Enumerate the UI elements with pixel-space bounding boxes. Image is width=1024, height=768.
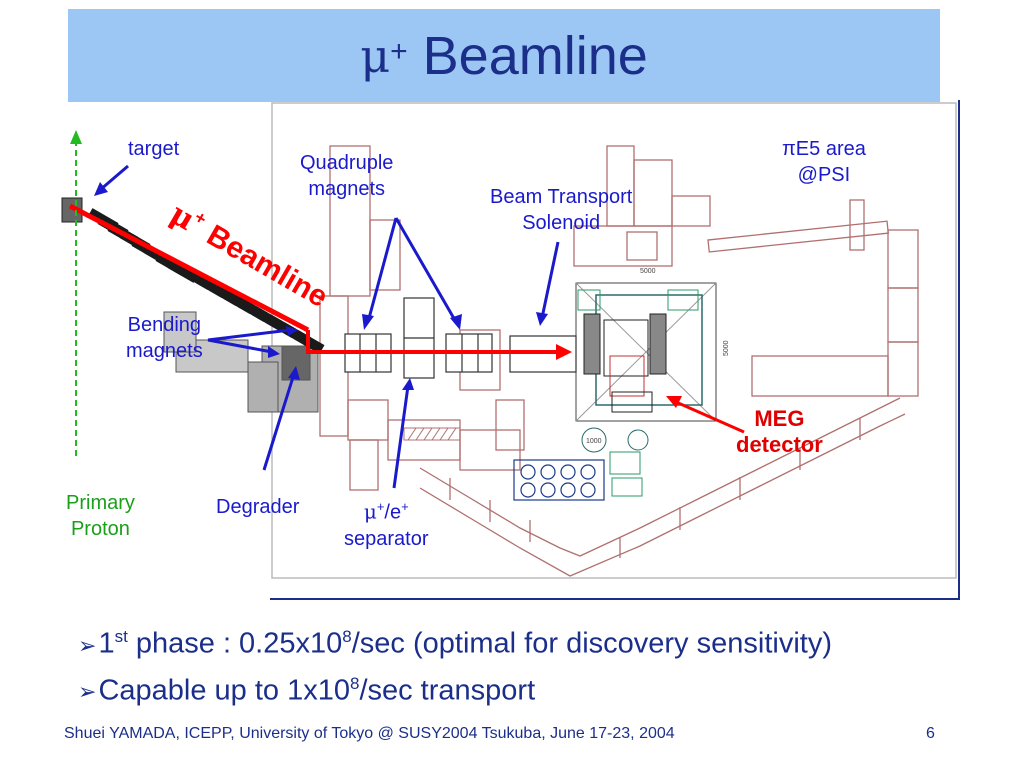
title-text: Beamline xyxy=(422,25,648,86)
dimension-label-side: 5000 xyxy=(723,340,730,356)
separator-label: μ+/e+ separator xyxy=(344,494,429,552)
beam-transport-line1: Beam Transport xyxy=(490,186,633,208)
primary-proton-line2: Proton xyxy=(70,518,130,540)
bending-magnets-label: Bending magnets xyxy=(126,312,203,364)
meg-detector-area xyxy=(575,282,717,422)
target-label-text: target xyxy=(128,138,180,160)
bullet-1-pre: 1 xyxy=(98,627,115,660)
meg-pointer-line xyxy=(675,400,745,434)
bullet-arrow-icon: ➢ xyxy=(78,632,97,658)
meg-pointer-head xyxy=(666,396,682,408)
slide-title: μ+ Beamline xyxy=(68,9,940,102)
bullet-2-sup: 8 xyxy=(349,673,360,693)
muon-beam-path-2 xyxy=(306,330,560,354)
degrader-label-text: Degrader xyxy=(216,496,300,518)
title-superscript: + xyxy=(390,34,408,68)
separator-element xyxy=(403,297,435,379)
bending-magnets-line2: magnets xyxy=(126,340,203,362)
circle-label: 1000 xyxy=(586,438,602,445)
beam-arrowhead xyxy=(556,344,572,360)
bending-magnets-line1: Bending xyxy=(127,314,202,336)
annotation-arrows xyxy=(99,164,560,489)
title-mu-symbol: μ xyxy=(360,28,391,83)
drawing-frame xyxy=(270,100,960,600)
separator-line2: separator xyxy=(344,527,429,550)
primary-proton-line1: Primary xyxy=(66,492,135,514)
bullet-2-post: /sec transport xyxy=(359,674,536,707)
bullet-1-mid: phase : 0.25x10 xyxy=(127,627,343,660)
bullet-1-sup2: 8 xyxy=(342,627,352,646)
hatched-block xyxy=(403,427,461,441)
annotation-arrowheads xyxy=(94,182,548,390)
bullet-2-pre: Capable up to 1x10 xyxy=(98,674,350,707)
beam-transport-line2: Solenoid xyxy=(522,212,601,234)
separator-mu: μ xyxy=(363,499,377,524)
meg-detector-line2: detector xyxy=(736,432,823,457)
bullet-1-sup: st xyxy=(114,627,128,646)
meg-detector-line1: MEG xyxy=(754,406,805,431)
footer-credit: Shuei YAMADA, ICEPP, University of Tokyo… xyxy=(64,725,675,742)
bullet-1-post: /sec (optimal for discovery sensitivity) xyxy=(351,627,832,660)
beam-transport-label: Beam Transport Solenoid xyxy=(490,184,632,236)
bullet-item-2: ➢Capable up to 1x108/sec transport xyxy=(78,665,832,712)
circle-objects xyxy=(581,427,649,497)
separator-mid: /e xyxy=(384,501,402,524)
pie5-area-line2: @PSI xyxy=(797,164,851,186)
bullet-arrow-icon: ➢ xyxy=(78,679,97,705)
meg-detector-label: MEG detector xyxy=(736,406,823,458)
bullet-list: ➢1st phase : 0.25x108/sec (optimal for d… xyxy=(78,618,832,711)
quadrupole-label: Quadruple magnets xyxy=(300,150,393,202)
pie5-area-line1: πE5 area xyxy=(782,138,866,160)
muon-beam-path xyxy=(68,203,310,333)
primary-proton-label: Primary Proton xyxy=(66,490,135,542)
component-grid xyxy=(513,459,605,501)
page-number: 6 xyxy=(926,725,935,742)
separator-plus2: + xyxy=(401,499,409,514)
bending-magnet-housing xyxy=(163,311,319,413)
quadrupole-label-line2: magnets xyxy=(308,178,386,200)
title-bar: μ+ Beamline xyxy=(68,9,940,102)
dimension-label-top: 5000 xyxy=(640,268,656,275)
quadrupole-label-line1: Quadruple xyxy=(300,152,394,174)
hall-outline xyxy=(319,145,919,577)
separator-plus: + xyxy=(376,499,385,514)
bullet-item-1: ➢1st phase : 0.25x108/sec (optimal for d… xyxy=(78,618,832,665)
primary-proton-arrowhead xyxy=(70,130,82,144)
pie5-area-label: πE5 area @PSI xyxy=(782,136,866,188)
degrader-label: Degrader xyxy=(216,494,299,520)
target-label: target xyxy=(128,136,179,162)
